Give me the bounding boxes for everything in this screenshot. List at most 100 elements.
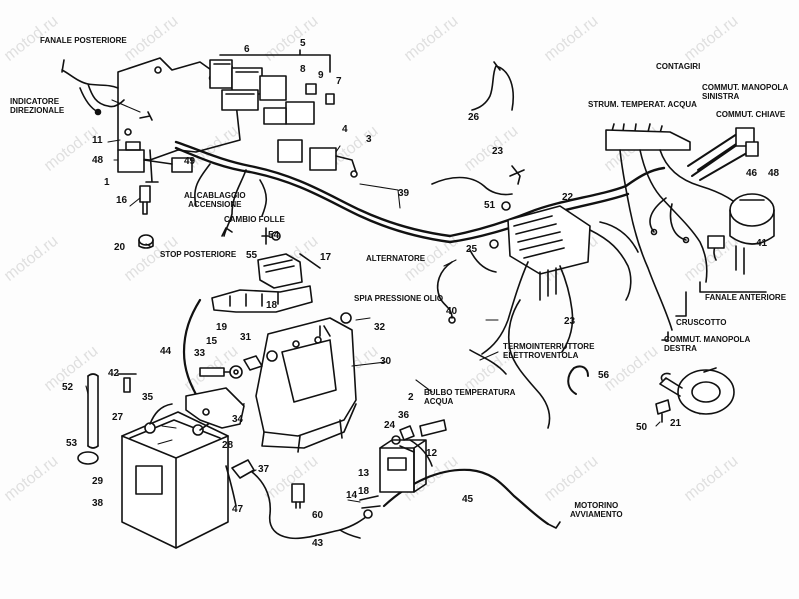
ref-18b: 18: [358, 486, 370, 497]
ref-38: 38: [92, 498, 104, 509]
ref-48-left: 48: [92, 155, 104, 166]
label-indicatore-direzionale: INDICATORE DIREZIONALE: [10, 97, 65, 115]
horn-21: [659, 367, 735, 415]
ref-9: 9: [318, 70, 324, 81]
ref-5: 5: [300, 38, 306, 49]
label-al-cablaggio-accensione: AL CABLAGGIO ACCENSIONE: [184, 191, 246, 209]
ref-49: 49: [184, 156, 196, 167]
ref-6: 6: [244, 44, 250, 55]
ref-47: 47: [232, 504, 244, 515]
clamp-56: [567, 365, 589, 395]
ref-7: 7: [336, 76, 342, 87]
regulator-22: [481, 205, 591, 355]
loose-wire-26: [471, 65, 514, 111]
ref-45: 45: [462, 494, 474, 505]
ref-50: 50: [636, 422, 648, 433]
label-stop-posteriore: STOP POSTERIORE: [160, 250, 237, 259]
ref-29: 29: [92, 476, 104, 487]
ref-16: 16: [116, 195, 128, 206]
ref-53: 53: [66, 438, 78, 449]
ref-55: 55: [246, 250, 258, 261]
ref-35: 35: [142, 392, 154, 403]
bolt-23: [509, 165, 525, 185]
ref-31: 31: [240, 332, 252, 343]
frame-bracket-30: [255, 317, 357, 453]
relay-48-49: [117, 141, 193, 173]
ref-1: 1: [104, 177, 110, 188]
ref-12: 12: [426, 448, 438, 459]
label-spia-pressione-olio: SPIA PRESSIONE OLIO: [354, 294, 444, 303]
ref-15: 15: [206, 336, 218, 347]
ref-46: 46: [746, 168, 758, 179]
label-alternatore: ALTERNATORE: [366, 254, 426, 263]
ref-27: 27: [112, 412, 124, 423]
ref-22: 22: [562, 192, 574, 203]
front-light-lines: [661, 281, 767, 341]
leader-lines: [85, 99, 701, 503]
ref-33: 33: [194, 348, 206, 359]
label-commut-manopola-destra: COMMUT. MANOPOLA DESTRA: [664, 335, 751, 353]
starter-relay: [359, 439, 427, 519]
ref-28: 28: [222, 440, 234, 451]
small-fasteners: [138, 111, 154, 249]
ref-30: 30: [380, 356, 392, 367]
ref-36: 36: [398, 410, 410, 421]
ref-18: 18: [266, 300, 278, 311]
ref-44: 44: [160, 346, 172, 357]
label-motorino-avviamento: MOTORINO AVVIAMENTO: [570, 501, 623, 519]
bracket-17-18: [211, 253, 321, 313]
breather-hose: [77, 373, 99, 465]
ref-54: 54: [268, 230, 280, 241]
ref-56: 56: [598, 370, 610, 381]
main-harness: [174, 140, 666, 244]
bracket-34: [185, 387, 245, 429]
ref-13: 13: [358, 468, 370, 479]
ref-20: 20: [114, 242, 126, 253]
ref-23-top: 23: [492, 146, 504, 157]
label-cambio-folle: CAMBIO FOLLE: [224, 215, 285, 224]
ref-3: 3: [366, 134, 372, 145]
battery-29: [121, 403, 245, 549]
ref-60: 60: [312, 510, 324, 521]
ref-25: 25: [466, 244, 478, 255]
ref-14: 14: [346, 490, 358, 501]
label-fanale-posteriore: FANALE POSTERIORE: [40, 36, 127, 45]
right-wire-bundle: [469, 221, 639, 429]
ref-48-right: 48: [768, 168, 780, 179]
label-termointerruttore-elettroventola: TERMOINTERRUTTORE ELETTROVENTOLA: [503, 342, 595, 360]
battery-cable-44: [182, 298, 202, 400]
instrument-harness: [605, 123, 759, 331]
ground-cables: [225, 459, 371, 540]
ref-34: 34: [232, 414, 244, 425]
ref-26: 26: [468, 112, 480, 123]
label-fanale-anteriore: FANALE ANTERIORE: [705, 293, 787, 302]
label-commut-manopola-sinistra: COMMUT. MANOPOLA SINISTRA: [702, 83, 789, 101]
label-contagiri: CONTAGIRI: [656, 62, 701, 71]
starter-cable-45: [382, 468, 550, 526]
headlamp-41: [707, 193, 775, 275]
label-commut-chiave: COMMUT. CHIAVE: [716, 110, 786, 119]
ref-41: 41: [756, 238, 768, 249]
label-strum-temperat-acqua: STRUM. TEMPERAT. ACQUA: [588, 100, 697, 109]
ref-8: 8: [300, 64, 306, 75]
ref-32: 32: [374, 322, 386, 333]
label-bulbo-temperatura-acqua: BULBO TEMPERATURA ACQUA: [424, 388, 516, 406]
ref-42: 42: [108, 368, 120, 379]
ref-24: 24: [384, 420, 396, 431]
alternator-wires: [431, 176, 513, 324]
ref-37: 37: [258, 464, 270, 475]
ref-52: 52: [62, 382, 74, 393]
label-cruscotto: CRUSCOTTO: [676, 318, 727, 327]
temperature-bulb: [391, 419, 447, 467]
ref-11: 11: [92, 135, 103, 146]
bolt-set: [117, 312, 352, 393]
bolt-50: [655, 399, 671, 423]
relay-cluster: [209, 49, 358, 178]
ref-4: 4: [342, 124, 348, 135]
ref-51: 51: [484, 200, 496, 211]
ref-40: 40: [446, 306, 458, 317]
tail-light-wires: [61, 59, 125, 113]
left-branch-wires: [194, 163, 268, 237]
